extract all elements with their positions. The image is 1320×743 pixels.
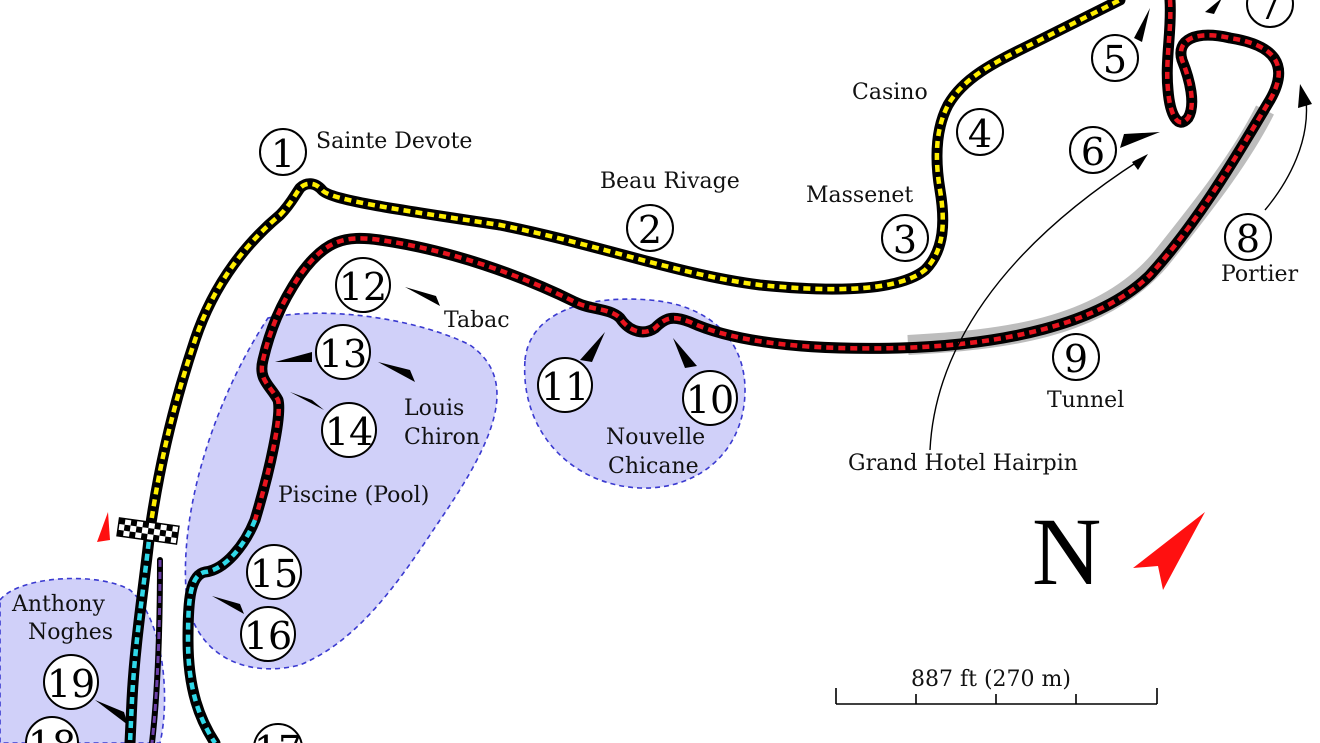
zone-label-pool: Piscine (Pool) (278, 483, 429, 508)
turn-marker-17: 17 (253, 723, 303, 743)
turn-label-8: Portier (1221, 262, 1299, 287)
zone-label-louis-2: Chiron (404, 425, 480, 450)
turn-marker-8: 8 (1224, 213, 1272, 261)
zone-label-chicane-1: Nouvelle (606, 425, 705, 450)
turn-marker-9: 9 (1052, 333, 1100, 381)
turn-marker-11: 11 (537, 357, 593, 413)
scale-bar: 887 ft (270 m) (835, 667, 1158, 705)
turn-label-12: Tabac (444, 308, 510, 333)
turn-marker-14: 14 (321, 402, 377, 458)
turn-label-4: Casino (852, 80, 928, 105)
svg-text:8: 8 (1236, 217, 1260, 261)
svg-text:15: 15 (250, 552, 298, 596)
pointer-19-icon (95, 700, 128, 725)
svg-text:3: 3 (893, 218, 917, 262)
north-arrow-icon (1133, 512, 1205, 590)
svg-text:6: 6 (1081, 130, 1105, 174)
track (124, 0, 1285, 743)
zone-label-chicane-2: Chicane (608, 454, 699, 479)
turn-marker-12: 12 (335, 257, 391, 313)
svg-text:5: 5 (1103, 38, 1127, 82)
svg-text:18: 18 (28, 723, 76, 743)
svg-text:17: 17 (254, 728, 302, 743)
turn-marker-4: 4 (956, 108, 1004, 156)
svg-text:12: 12 (339, 265, 387, 309)
pointer-5-icon (1134, 8, 1150, 42)
svg-text:11: 11 (541, 365, 589, 409)
svg-text:2: 2 (638, 208, 662, 252)
pointer-6-icon (1120, 132, 1160, 148)
pointer-13a-icon (275, 352, 312, 362)
svg-text:4: 4 (968, 112, 992, 156)
turn-marker-10: 10 (682, 370, 738, 426)
north-label: N (1032, 498, 1101, 605)
scale-label: 887 ft (270 m) (911, 667, 1071, 692)
turn-marker-13: 13 (315, 324, 371, 380)
pointer-14-icon (290, 392, 324, 410)
direction-arrow-icon (97, 512, 110, 542)
svg-text:16: 16 (244, 614, 292, 658)
svg-text:19: 19 (47, 662, 95, 706)
pointer-16-icon (212, 596, 244, 614)
zone-nouvelle-chicane (523, 298, 746, 489)
turn-marker-1: 1 (259, 128, 307, 176)
turn-label-6: Grand Hotel Hairpin (848, 451, 1078, 476)
svg-text:13: 13 (319, 332, 367, 376)
svg-text:14: 14 (325, 410, 373, 454)
svg-text:7: 7 (1258, 0, 1282, 28)
svg-text:1: 1 (271, 132, 295, 176)
portier-callout-line (1264, 99, 1308, 211)
turn-marker-3: 3 (881, 214, 929, 262)
pointer-7-icon (1205, 0, 1221, 14)
turn-label-1: Sainte Devote (316, 129, 472, 154)
zone-label-louis-1: Louis (404, 396, 464, 421)
turn-label-3: Massenet (806, 183, 913, 208)
hairpin-callout-arrow-icon (1132, 154, 1148, 170)
turn-marker-5: 5 (1091, 34, 1139, 82)
pointer-12-icon (405, 287, 440, 306)
zone-label-anthony-1: Anthony (11, 592, 105, 617)
zone-label-anthony-2: Noghes (28, 620, 113, 645)
turn-marker-15: 15 (246, 544, 302, 600)
svg-text:9: 9 (1064, 337, 1088, 381)
turn-marker-19: 19 (43, 654, 99, 710)
turn-marker-6: 6 (1069, 126, 1117, 174)
turn-label-9: Tunnel (1047, 388, 1124, 413)
portier-callout-arrow-icon (1298, 84, 1312, 108)
hairpin-callout-line (929, 159, 1141, 451)
turn-marker-2: 2 (626, 204, 674, 252)
pointer-11-icon (580, 332, 605, 362)
pointer-13b-icon (378, 362, 415, 382)
turn-marker-18: 18 (25, 716, 79, 743)
svg-text:10: 10 (686, 378, 734, 422)
pointer-10-icon (673, 338, 697, 368)
start-finish-line (97, 512, 180, 545)
turn-marker-16: 16 (240, 606, 296, 662)
turn-marker-7: 7 (1246, 0, 1294, 28)
turn-label-2: Beau Rivage (600, 169, 740, 194)
